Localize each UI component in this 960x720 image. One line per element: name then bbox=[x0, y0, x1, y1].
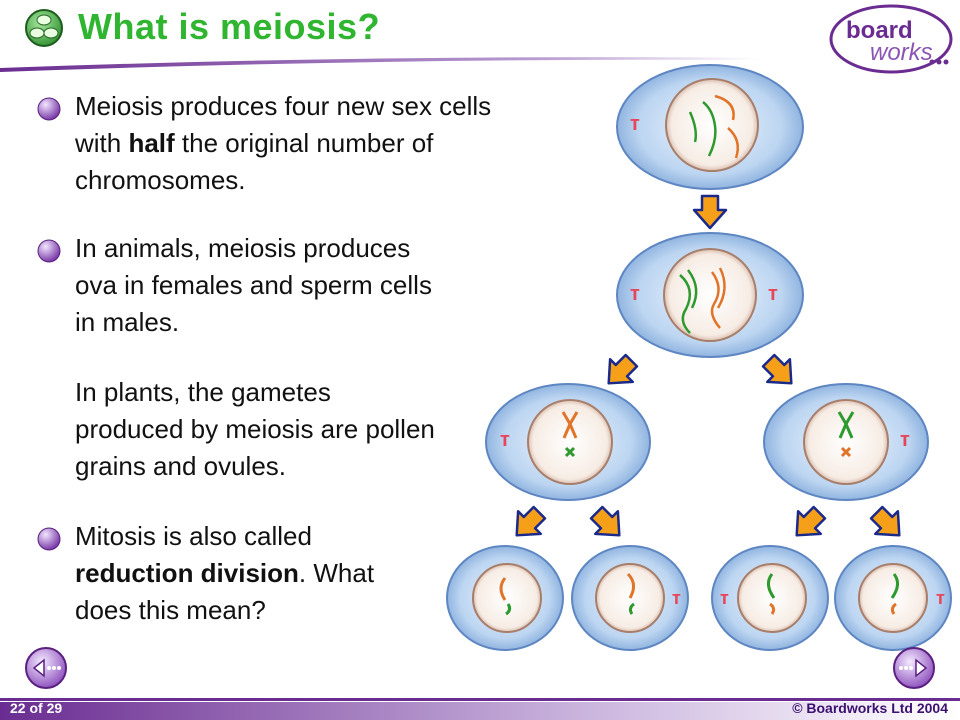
svg-text:т: т bbox=[936, 588, 945, 608]
division-arrow-icon bbox=[692, 194, 728, 230]
logo-line2: works bbox=[870, 39, 933, 66]
purple-sphere-icon bbox=[37, 527, 61, 551]
next-button[interactable] bbox=[892, 646, 936, 690]
boardworks-logo: board works bbox=[828, 2, 954, 76]
page-title: What is meiosis? bbox=[78, 6, 381, 47]
cells-icon bbox=[25, 9, 63, 47]
dividing-cell: т т bbox=[616, 232, 804, 358]
logo-line1: board bbox=[846, 17, 913, 44]
gamete-3: т bbox=[711, 545, 829, 651]
parent-cell: т bbox=[616, 64, 804, 190]
svg-text:т: т bbox=[720, 588, 729, 608]
gamete-2: т bbox=[571, 545, 689, 651]
svg-text:т: т bbox=[768, 283, 778, 305]
gamete-1 bbox=[446, 545, 564, 651]
daughter-cell-left: т bbox=[485, 383, 651, 501]
division-arrow-icon bbox=[864, 500, 912, 548]
division-arrow-icon bbox=[504, 500, 552, 548]
footer-bar bbox=[0, 698, 960, 720]
svg-text:т: т bbox=[630, 113, 640, 135]
svg-text:т: т bbox=[672, 588, 681, 608]
title-underline bbox=[0, 57, 760, 72]
division-arrow-icon bbox=[756, 348, 804, 396]
svg-text:т: т bbox=[900, 429, 910, 451]
back-arrow-icon bbox=[32, 658, 61, 678]
division-arrow-icon bbox=[584, 500, 632, 548]
svg-text:т: т bbox=[630, 283, 640, 305]
division-arrow-icon bbox=[596, 348, 644, 396]
page-number: 22 of 29 bbox=[10, 700, 63, 716]
bullet-1: Meiosis produces four new sex cells with… bbox=[75, 91, 492, 195]
bullet-3: In plants, the gametes produced by meios… bbox=[75, 377, 435, 481]
meiosis-diagram: т т т т т bbox=[446, 64, 952, 651]
daughter-cell-right: т bbox=[763, 383, 929, 501]
back-button[interactable] bbox=[24, 646, 68, 690]
bullet-4: Mitosis is also called reduction divisio… bbox=[75, 521, 375, 625]
purple-sphere-icon bbox=[37, 97, 61, 121]
purple-sphere-icon bbox=[37, 239, 61, 263]
gamete-4: т bbox=[834, 545, 952, 651]
next-arrow-icon bbox=[899, 658, 928, 678]
copyright: © Boardworks Ltd 2004 bbox=[792, 700, 948, 716]
division-arrow-icon bbox=[784, 500, 832, 548]
svg-text:т: т bbox=[500, 429, 510, 451]
bullet-2: In animals, meiosis produces ova in fema… bbox=[75, 233, 432, 337]
